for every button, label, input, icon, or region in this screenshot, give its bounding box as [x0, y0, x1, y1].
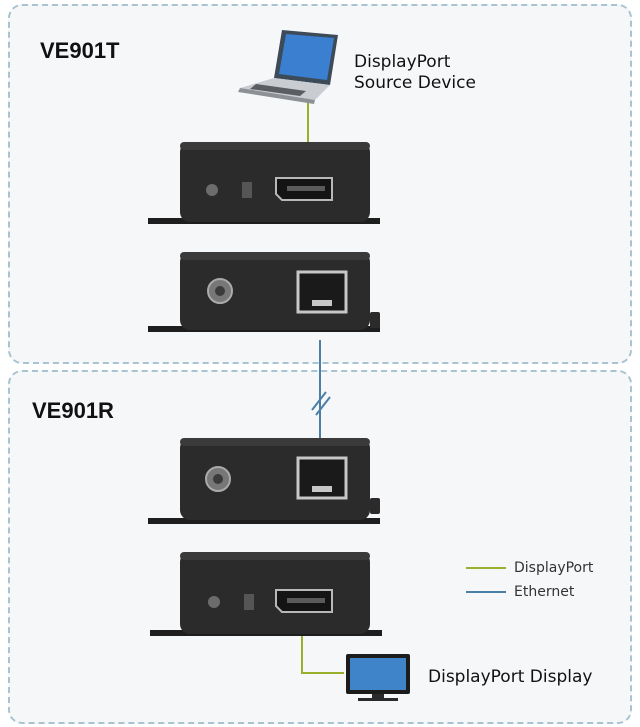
source-label-line2: Source Device	[354, 73, 476, 93]
receiver-ethernet-unit	[148, 438, 380, 524]
legend-displayport: DisplayPort	[466, 560, 593, 576]
switch	[244, 594, 254, 610]
transmitter-displayport-unit	[148, 142, 380, 224]
ethernet-legend-swatch	[466, 591, 506, 593]
transmitter-title: VE901T	[40, 38, 120, 63]
legend-displayport-label: DisplayPort	[514, 560, 594, 576]
legend-ethernet-label: Ethernet	[514, 584, 575, 600]
source-label-line1: DisplayPort	[354, 52, 451, 72]
receiver-displayport-unit	[150, 552, 382, 636]
receiver-title: VE901R	[32, 398, 114, 423]
transmitter-ethernet-unit	[148, 252, 380, 332]
legend-ethernet: Ethernet	[466, 584, 574, 600]
ethernet-break-mark-2	[315, 396, 331, 416]
displayport-cable-display	[301, 635, 344, 674]
ethernet-break-mark-1	[311, 391, 327, 411]
monitor-icon	[346, 654, 410, 701]
source-device-label: DisplayPort Source Device	[354, 52, 476, 94]
power-jack	[206, 184, 218, 196]
power-jack	[208, 596, 220, 608]
displayport-legend-swatch	[466, 567, 506, 569]
display-label: DisplayPort Display	[428, 667, 593, 687]
laptop-icon	[238, 30, 338, 104]
switch	[242, 182, 252, 198]
